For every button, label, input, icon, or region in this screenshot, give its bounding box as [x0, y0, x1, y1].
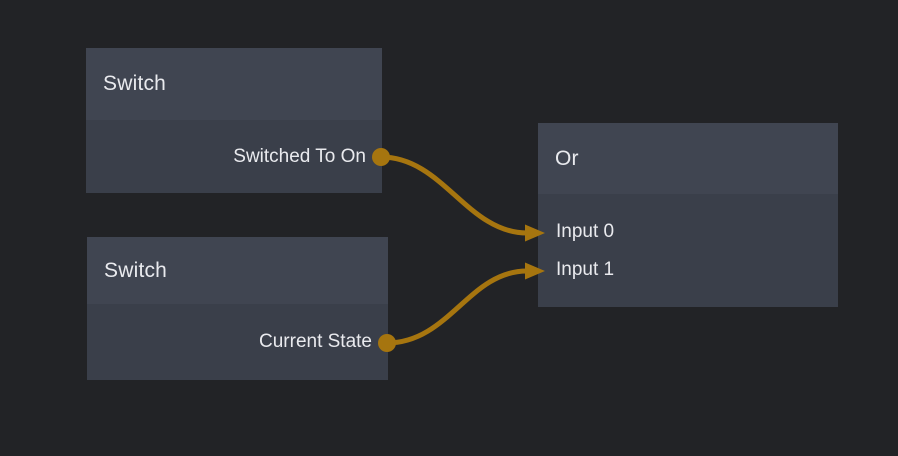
- node-switch-2-body: Current State: [87, 304, 388, 380]
- node-or-body: Input 0 Input 1: [538, 194, 838, 307]
- input-port-label: Input 1: [556, 258, 615, 280]
- wire-arrowhead-input-0: [525, 224, 545, 242]
- node-or-header[interactable]: Or: [538, 123, 838, 194]
- node-title: Switch: [103, 72, 167, 95]
- output-port-label: Current State: [259, 331, 372, 352]
- node-or[interactable]: Or Input 0 Input 1: [538, 123, 838, 307]
- output-port-current-state[interactable]: Current State: [87, 323, 388, 361]
- node-switch-2[interactable]: Switch Current State: [87, 237, 388, 380]
- input-port-input-0[interactable]: Input 0: [538, 213, 838, 251]
- wire-arrowhead-input-1: [525, 262, 545, 280]
- output-port-dot-switched-to-on[interactable]: [372, 148, 390, 166]
- node-switch-1-header[interactable]: Switch: [86, 48, 382, 120]
- output-port-label: Switched To On: [233, 145, 366, 167]
- input-port-label: Input 0: [556, 220, 615, 242]
- node-title: Switch: [104, 258, 168, 282]
- node-switch-1[interactable]: Switch Switched To On: [86, 48, 382, 193]
- wire-current-state-to-input-1[interactable]: [384, 268, 530, 346]
- node-switch-1-body: Switched To On: [86, 120, 382, 193]
- output-port-switched-to-on[interactable]: Switched To On: [86, 138, 382, 176]
- node-switch-2-header[interactable]: Switch: [87, 237, 388, 304]
- output-port-dot-current-state[interactable]: [378, 334, 396, 352]
- input-port-input-1[interactable]: Input 1: [538, 251, 838, 289]
- wire-switched-to-on-to-input-0[interactable]: [378, 154, 530, 236]
- node-title: Or: [555, 146, 579, 170]
